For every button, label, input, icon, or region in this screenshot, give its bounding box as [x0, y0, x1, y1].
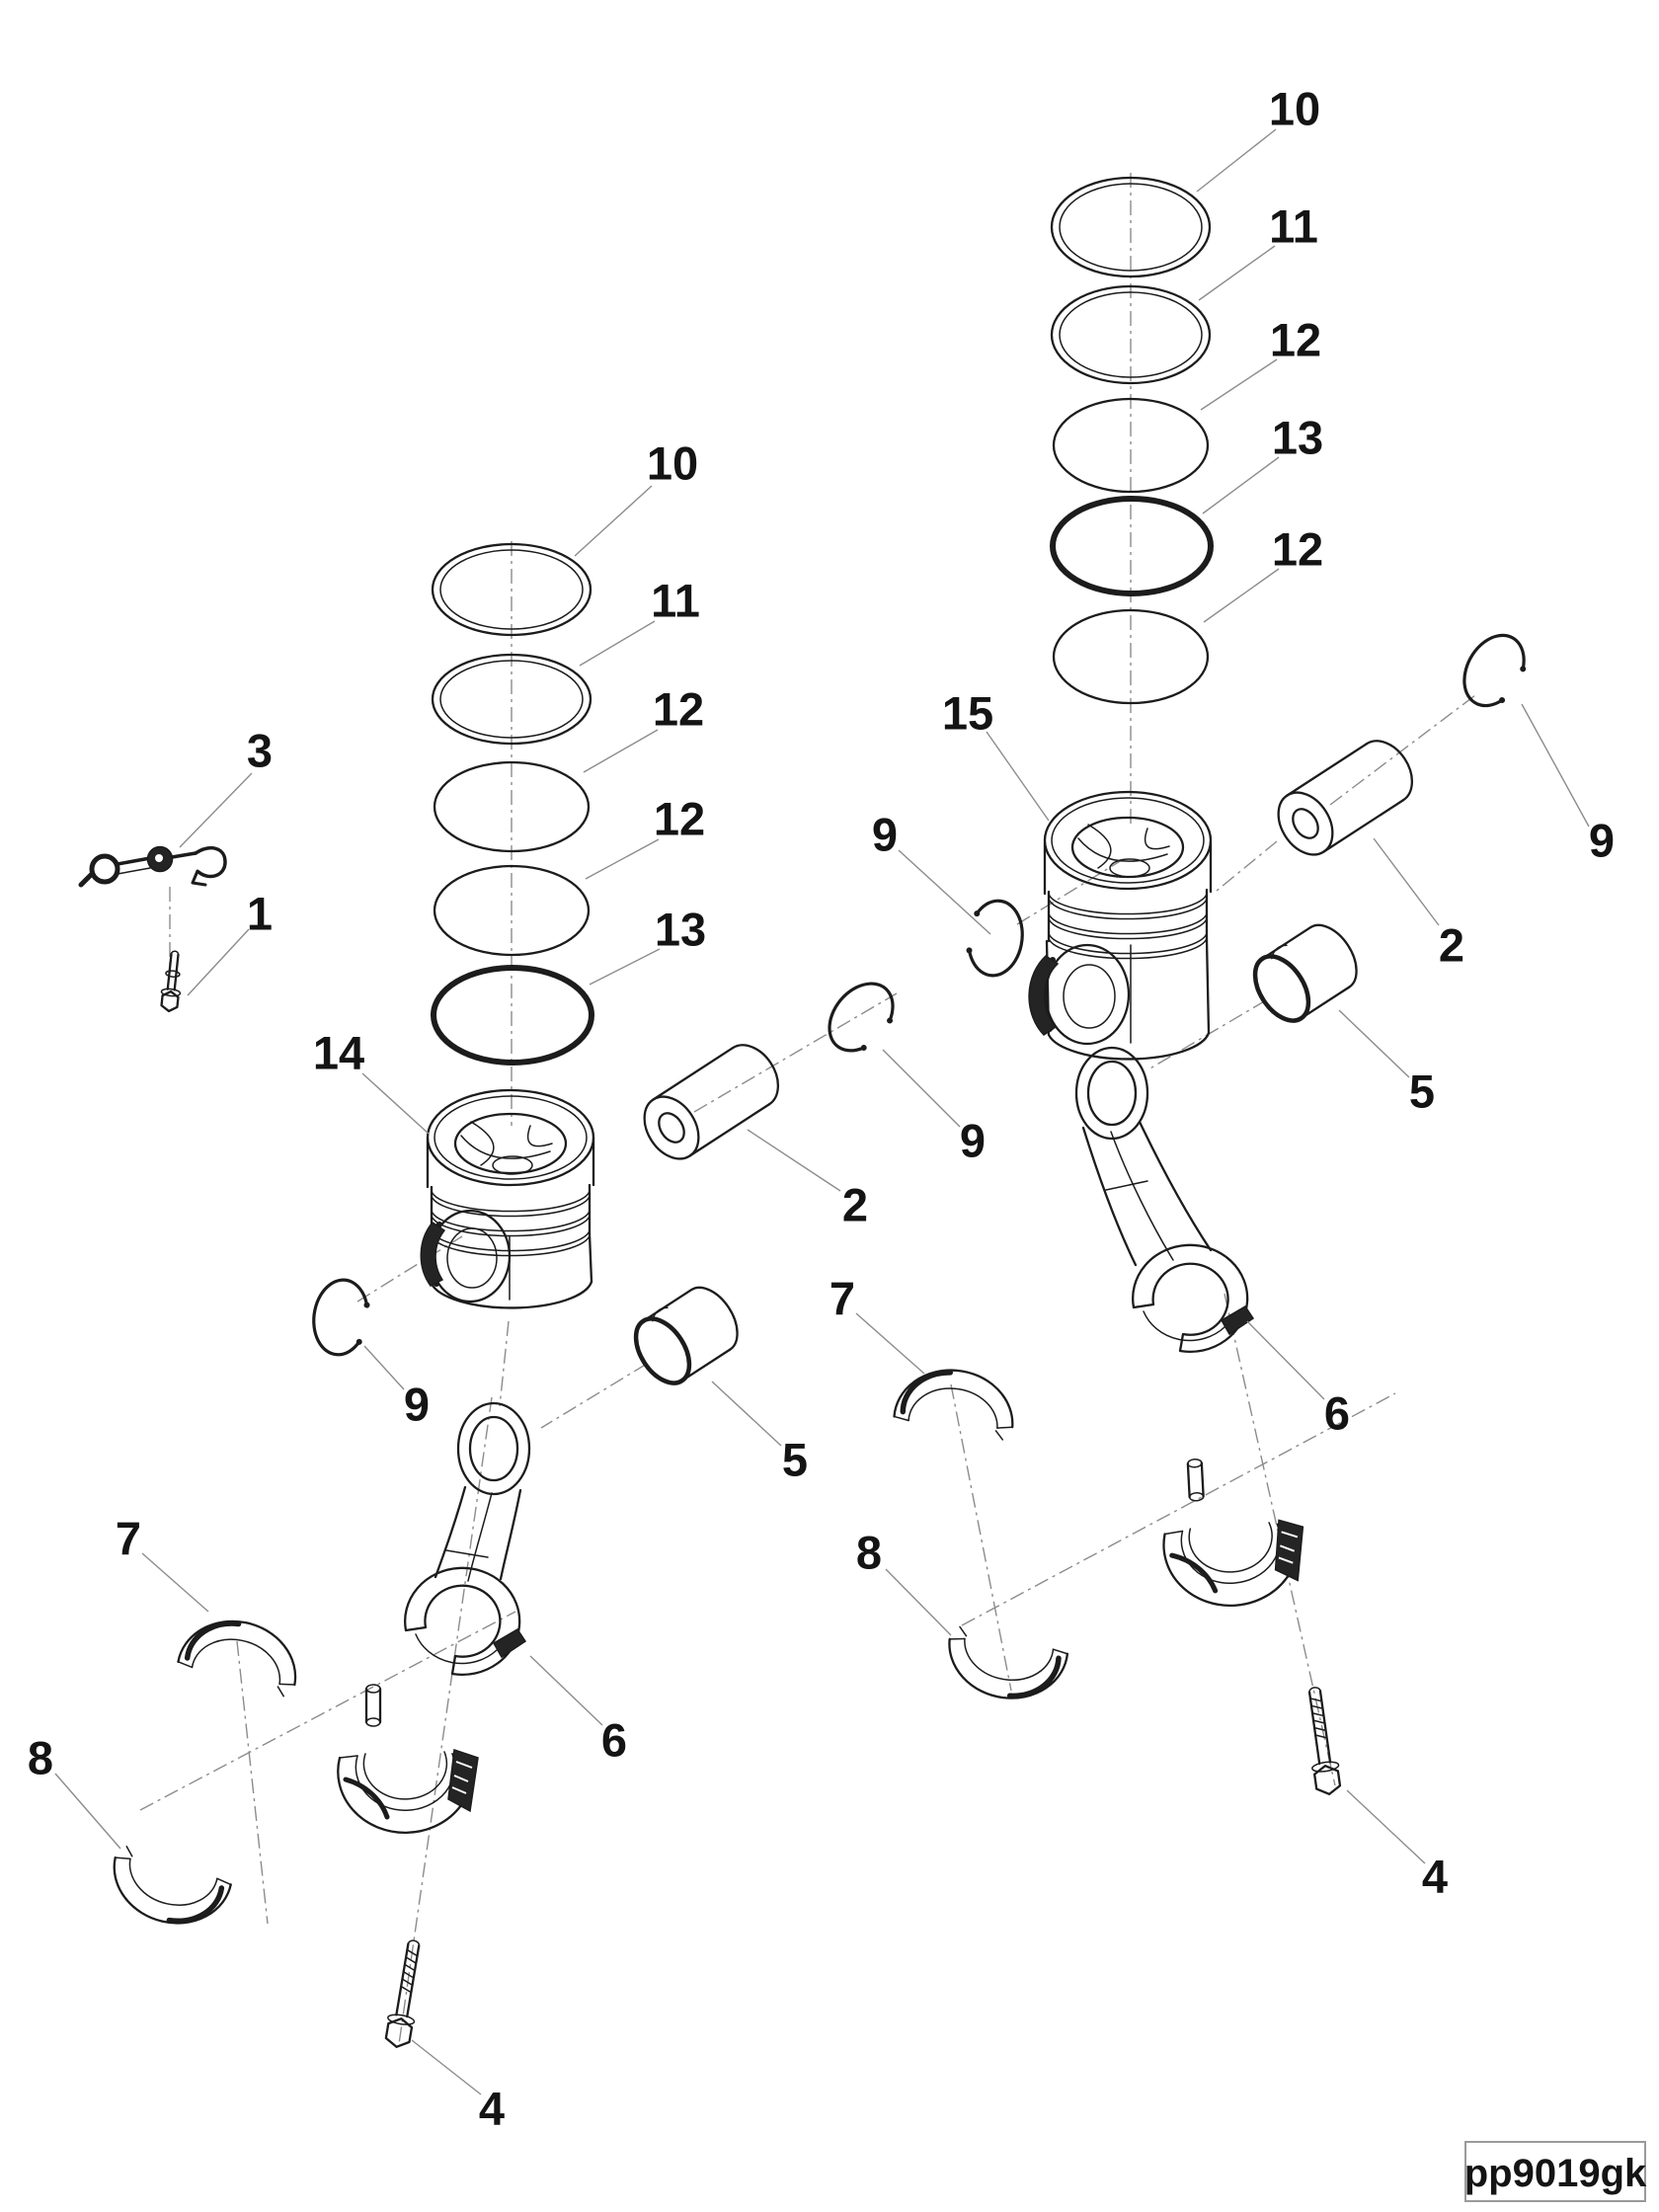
- connecting-rod-6-left: [404, 1401, 531, 1676]
- leader-line-3: [179, 772, 253, 848]
- cooling-nozzle-3: [78, 845, 227, 888]
- piston-ring-10-right: [1050, 176, 1212, 278]
- callout-6: 6: [1324, 1387, 1350, 1440]
- callout-8: 8: [28, 1732, 53, 1784]
- callout-3: 3: [247, 725, 273, 777]
- leader-line-13: [1202, 456, 1280, 514]
- piston-ring-12a-right: [1052, 397, 1210, 494]
- leader-line-4: [1346, 1789, 1426, 1864]
- callout-9: 9: [1589, 815, 1615, 867]
- leader-line-2: [1373, 837, 1440, 926]
- leader-line-6: [529, 1655, 603, 1726]
- callout-5: 5: [1409, 1066, 1435, 1118]
- bearing-cap-right: [1159, 1454, 1306, 1609]
- piston-pin-2-right: [1266, 729, 1425, 866]
- leader-line-10: [574, 485, 653, 557]
- callout-13: 13: [1272, 412, 1323, 464]
- bearing-shell-8-left: [102, 1845, 233, 1937]
- code-stamp-text: pp9019gk: [1464, 2152, 1647, 2195]
- bearing-shell-7-left: [176, 1609, 306, 1698]
- callout-7: 7: [830, 1273, 855, 1325]
- retaining-ring-9-left-far: [815, 969, 908, 1066]
- connecting-rod-6-right: [1074, 1046, 1255, 1353]
- retaining-ring-9-right-near: [961, 895, 1029, 982]
- callout-11: 11: [651, 575, 700, 627]
- callout-12: 12: [654, 793, 705, 845]
- leader-line-9: [882, 1049, 961, 1128]
- leader-line-12: [585, 838, 660, 880]
- callout-15: 15: [942, 687, 993, 740]
- piston-ring-12b-right: [1052, 608, 1210, 705]
- bearing-cap-left: [338, 1685, 478, 1833]
- leader-line-12: [583, 729, 659, 773]
- leader-line-7: [855, 1312, 925, 1375]
- leader-line-5: [711, 1381, 782, 1447]
- nozzle-bolt-1: [160, 950, 182, 1013]
- bushing-5-left: [625, 1278, 749, 1393]
- cap-bolt-4-left: [382, 1936, 429, 2051]
- leader-line-15: [986, 731, 1050, 822]
- leader-line-13: [589, 948, 661, 986]
- callout-12: 12: [1270, 314, 1321, 366]
- piston-14: [420, 1088, 595, 1309]
- leader-line-14: [361, 1072, 430, 1135]
- piston-ring-10-left: [431, 542, 592, 637]
- callout-9: 9: [404, 1379, 430, 1431]
- callout-4: 4: [479, 2083, 505, 2135]
- callout-9: 9: [872, 809, 898, 861]
- code-stamp-box: [1464, 2141, 1646, 2202]
- oil-ring-13-left: [431, 965, 594, 1066]
- callout-5: 5: [782, 1434, 808, 1486]
- cap-bolt-4-right: [1300, 1684, 1344, 1797]
- leader-line-11: [1198, 245, 1276, 301]
- piston-ring-11-left: [431, 653, 592, 746]
- callout-11: 11: [1269, 200, 1318, 253]
- callout-10: 10: [1269, 83, 1320, 135]
- leader-line-6: [1246, 1320, 1325, 1400]
- callout-1: 1: [247, 888, 273, 940]
- callout-7: 7: [116, 1513, 141, 1565]
- leader-line-2: [747, 1129, 841, 1192]
- piston-15: [1028, 790, 1213, 1061]
- callout-layer: 10 11 12 12 13 3 1 14 2 9 9 5 6 7 8 4 10 11 12 13 12 15 9 2 9 5 7 6…: [28, 83, 1615, 2135]
- leader-line-9: [1521, 703, 1590, 828]
- leader-line-8: [885, 1568, 952, 1636]
- piston-ring-12b-left: [433, 864, 591, 957]
- bushing-5-right: [1244, 915, 1368, 1031]
- bearing-shell-7-right: [893, 1363, 1019, 1441]
- leader-line-8: [54, 1773, 121, 1850]
- bearing-shell-8-right: [941, 1625, 1068, 1707]
- leader-line-1: [187, 928, 250, 996]
- centerlines: [139, 173, 1476, 2045]
- oil-ring-13-right: [1050, 496, 1214, 596]
- piston-ring-11-right: [1050, 284, 1212, 385]
- callout-14: 14: [313, 1027, 364, 1079]
- leader-line-9: [898, 849, 991, 935]
- callout-4: 4: [1422, 1851, 1448, 1903]
- piston-ring-12a-left: [433, 760, 591, 853]
- leader-line-10: [1196, 128, 1277, 193]
- leader-line-11: [579, 620, 656, 667]
- callout-2: 2: [842, 1179, 868, 1231]
- callout-12: 12: [653, 683, 704, 736]
- leader-line-5: [1338, 1009, 1410, 1078]
- leader-line-4: [411, 2039, 482, 2095]
- right-assembly: [893, 176, 1539, 1797]
- leader-line-12: [1203, 568, 1280, 623]
- callout-10: 10: [647, 437, 698, 490]
- callout-6: 6: [601, 1714, 627, 1767]
- callout-8: 8: [856, 1527, 882, 1579]
- drawing-code-stamp: pp9019gk: [1464, 2141, 1647, 2202]
- callout-9: 9: [960, 1115, 986, 1167]
- callout-12: 12: [1272, 523, 1323, 576]
- leader-line-7: [141, 1552, 209, 1613]
- callout-13: 13: [655, 904, 706, 956]
- retaining-ring-9-left-near: [307, 1274, 375, 1361]
- leader-line-9: [363, 1345, 405, 1390]
- callout-2: 2: [1439, 919, 1464, 972]
- left-assembly: [78, 542, 908, 2051]
- leader-line-12: [1200, 358, 1278, 411]
